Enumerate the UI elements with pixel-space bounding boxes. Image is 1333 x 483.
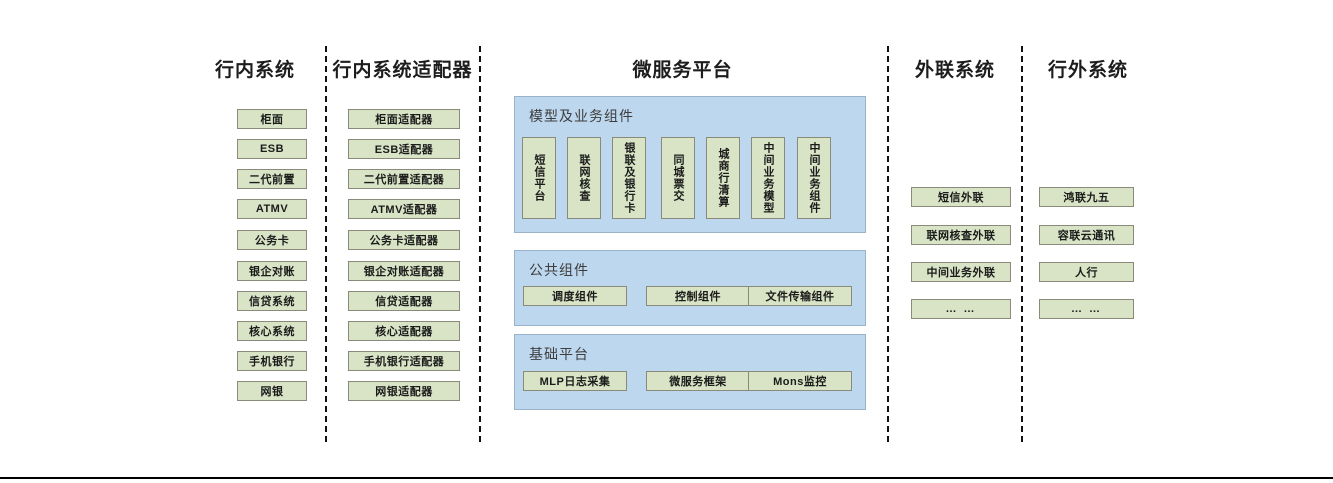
panel-title-base-platform: 基础平台 [529, 346, 589, 362]
node-inbank-4[interactable]: 公务卡 [237, 230, 307, 250]
column-title-external-link: 外联系统 [914, 60, 995, 81]
node-outbank-3[interactable]: … … [1039, 299, 1134, 319]
node-adapter-5[interactable]: 银企对账适配器 [348, 261, 460, 281]
node-external-link-2[interactable]: 中间业务外联 [911, 262, 1011, 282]
node-public-1[interactable]: 控制组件 [646, 286, 750, 306]
divider-1 [325, 46, 327, 442]
vnode-model-1[interactable]: 联网核查 [567, 137, 601, 219]
node-adapter-6[interactable]: 信贷适配器 [348, 291, 460, 311]
node-inbank-5[interactable]: 银企对账 [237, 261, 307, 281]
node-inbank-0[interactable]: 柜面 [237, 109, 307, 129]
node-adapter-0[interactable]: 柜面适配器 [348, 109, 460, 129]
node-inbank-8[interactable]: 手机银行 [237, 351, 307, 371]
panel-title-model-business: 模型及业务组件 [529, 108, 634, 124]
panel-title-public-components: 公共组件 [529, 262, 589, 278]
vnode-model-3[interactable]: 同城票交 [661, 137, 695, 219]
divider-2 [479, 46, 481, 442]
node-adapter-8[interactable]: 手机银行适配器 [348, 351, 460, 371]
platform-title: 微服务平台 [632, 60, 733, 81]
node-external-link-3[interactable]: … … [911, 299, 1011, 319]
node-external-link-0[interactable]: 短信外联 [911, 187, 1011, 207]
node-outbank-0[interactable]: 鸿联九五 [1039, 187, 1134, 207]
node-base-2[interactable]: Mons监控 [748, 371, 852, 391]
vnode-model-4[interactable]: 城商行清算 [706, 137, 740, 219]
node-inbank-7[interactable]: 核心系统 [237, 321, 307, 341]
node-adapter-4[interactable]: 公务卡适配器 [348, 230, 460, 250]
node-outbank-1[interactable]: 容联云通讯 [1039, 225, 1134, 245]
node-adapter-1[interactable]: ESB适配器 [348, 139, 460, 159]
node-base-0[interactable]: MLP日志采集 [523, 371, 627, 391]
node-adapter-3[interactable]: ATMV适配器 [348, 199, 460, 219]
divider-4 [1021, 46, 1023, 442]
node-adapter-2[interactable]: 二代前置适配器 [348, 169, 460, 189]
vnode-model-5[interactable]: 中间业务模型 [751, 137, 785, 219]
node-inbank-1[interactable]: ESB [237, 139, 307, 159]
node-public-2[interactable]: 文件传输组件 [748, 286, 852, 306]
vnode-model-2[interactable]: 银联及银行卡 [612, 137, 646, 219]
node-inbank-3[interactable]: ATMV [237, 199, 307, 219]
node-base-1[interactable]: 微服务框架 [646, 371, 750, 391]
column-title-adapter: 行内系统适配器 [332, 60, 473, 81]
vnode-model-0[interactable]: 短信平台 [522, 137, 556, 219]
node-public-0[interactable]: 调度组件 [523, 286, 627, 306]
divider-3 [887, 46, 889, 442]
vnode-model-6[interactable]: 中间业务组件 [797, 137, 831, 219]
node-inbank-2[interactable]: 二代前置 [237, 169, 307, 189]
node-adapter-9[interactable]: 网银适配器 [348, 381, 460, 401]
node-inbank-9[interactable]: 网银 [237, 381, 307, 401]
node-inbank-6[interactable]: 信贷系统 [237, 291, 307, 311]
column-title-inbank: 行内系统 [214, 60, 295, 81]
node-external-link-1[interactable]: 联网核查外联 [911, 225, 1011, 245]
node-adapter-7[interactable]: 核心适配器 [348, 321, 460, 341]
bottom-rule [0, 477, 1333, 479]
node-outbank-2[interactable]: 人行 [1039, 262, 1134, 282]
column-title-outbank: 行外系统 [1047, 60, 1128, 81]
